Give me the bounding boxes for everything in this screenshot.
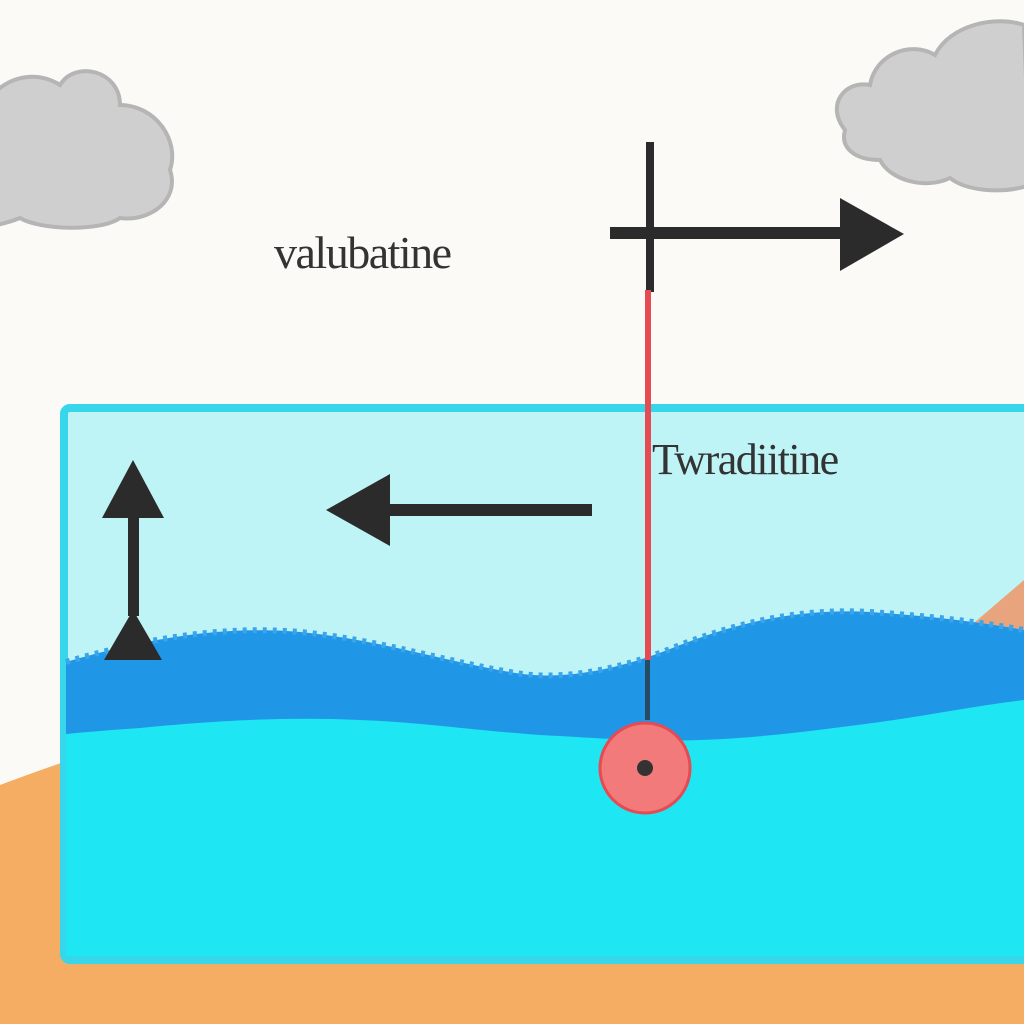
top-label: valubatine xyxy=(274,227,452,278)
water-body xyxy=(66,700,1024,956)
vertical-post xyxy=(646,142,654,292)
water-label: Twradiitine xyxy=(652,435,839,484)
line-lower xyxy=(645,660,650,720)
wave-band xyxy=(66,611,1024,741)
fishing-line xyxy=(645,290,651,660)
arrow-up-icon xyxy=(102,460,164,660)
arrow-left-icon xyxy=(326,474,592,546)
arrow-right-icon xyxy=(610,198,904,271)
left-cloud-icon xyxy=(0,69,175,230)
float-bob-icon xyxy=(598,721,692,815)
sand-floor xyxy=(0,958,1024,1024)
